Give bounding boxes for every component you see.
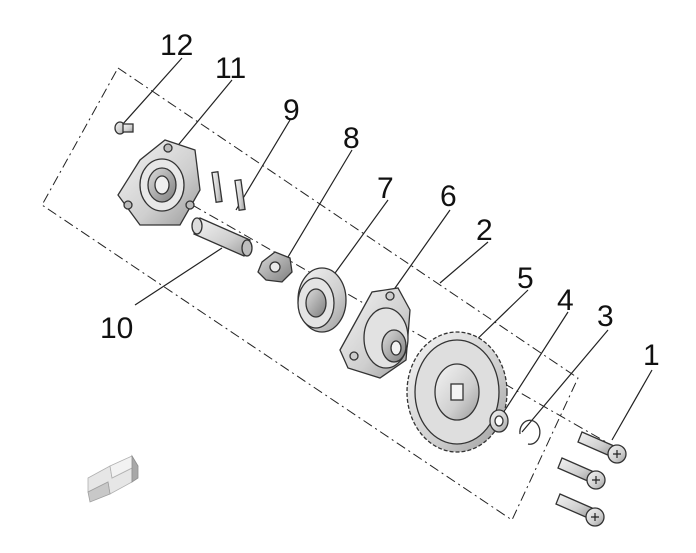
callout-4: 4 (557, 284, 574, 317)
callout-11: 11 (215, 52, 246, 85)
part-4-washer (489, 409, 509, 433)
forward-arrow-icon (87, 454, 139, 503)
callout-1: 1 (643, 339, 660, 372)
callout-2: 2 (476, 214, 493, 247)
part-9-pins (211, 170, 246, 212)
part-11-pump-cover (117, 139, 201, 226)
callout-3: 3 (597, 300, 614, 333)
leader-lines (121, 57, 653, 441)
callout-9: 9 (283, 94, 300, 127)
callout-5: 5 (517, 262, 534, 295)
callout-6: 6 (440, 180, 457, 213)
callout-12: 12 (160, 29, 193, 62)
part-12-screw (114, 121, 134, 135)
part-6-pump-body (339, 287, 411, 379)
part-8-inner-rotor (257, 251, 293, 283)
callout-10: 10 (100, 312, 133, 345)
assembly-axis (139, 174, 621, 451)
part-10-shaft (191, 217, 253, 257)
part-5-gear (406, 331, 508, 453)
assembly-boundary (41, 67, 579, 521)
part-3-circlip (519, 419, 541, 445)
callout-7: 7 (377, 172, 394, 205)
part-7-outer-rotor (297, 267, 347, 333)
callout-8: 8 (343, 122, 360, 155)
part-1-bolts (555, 431, 627, 527)
